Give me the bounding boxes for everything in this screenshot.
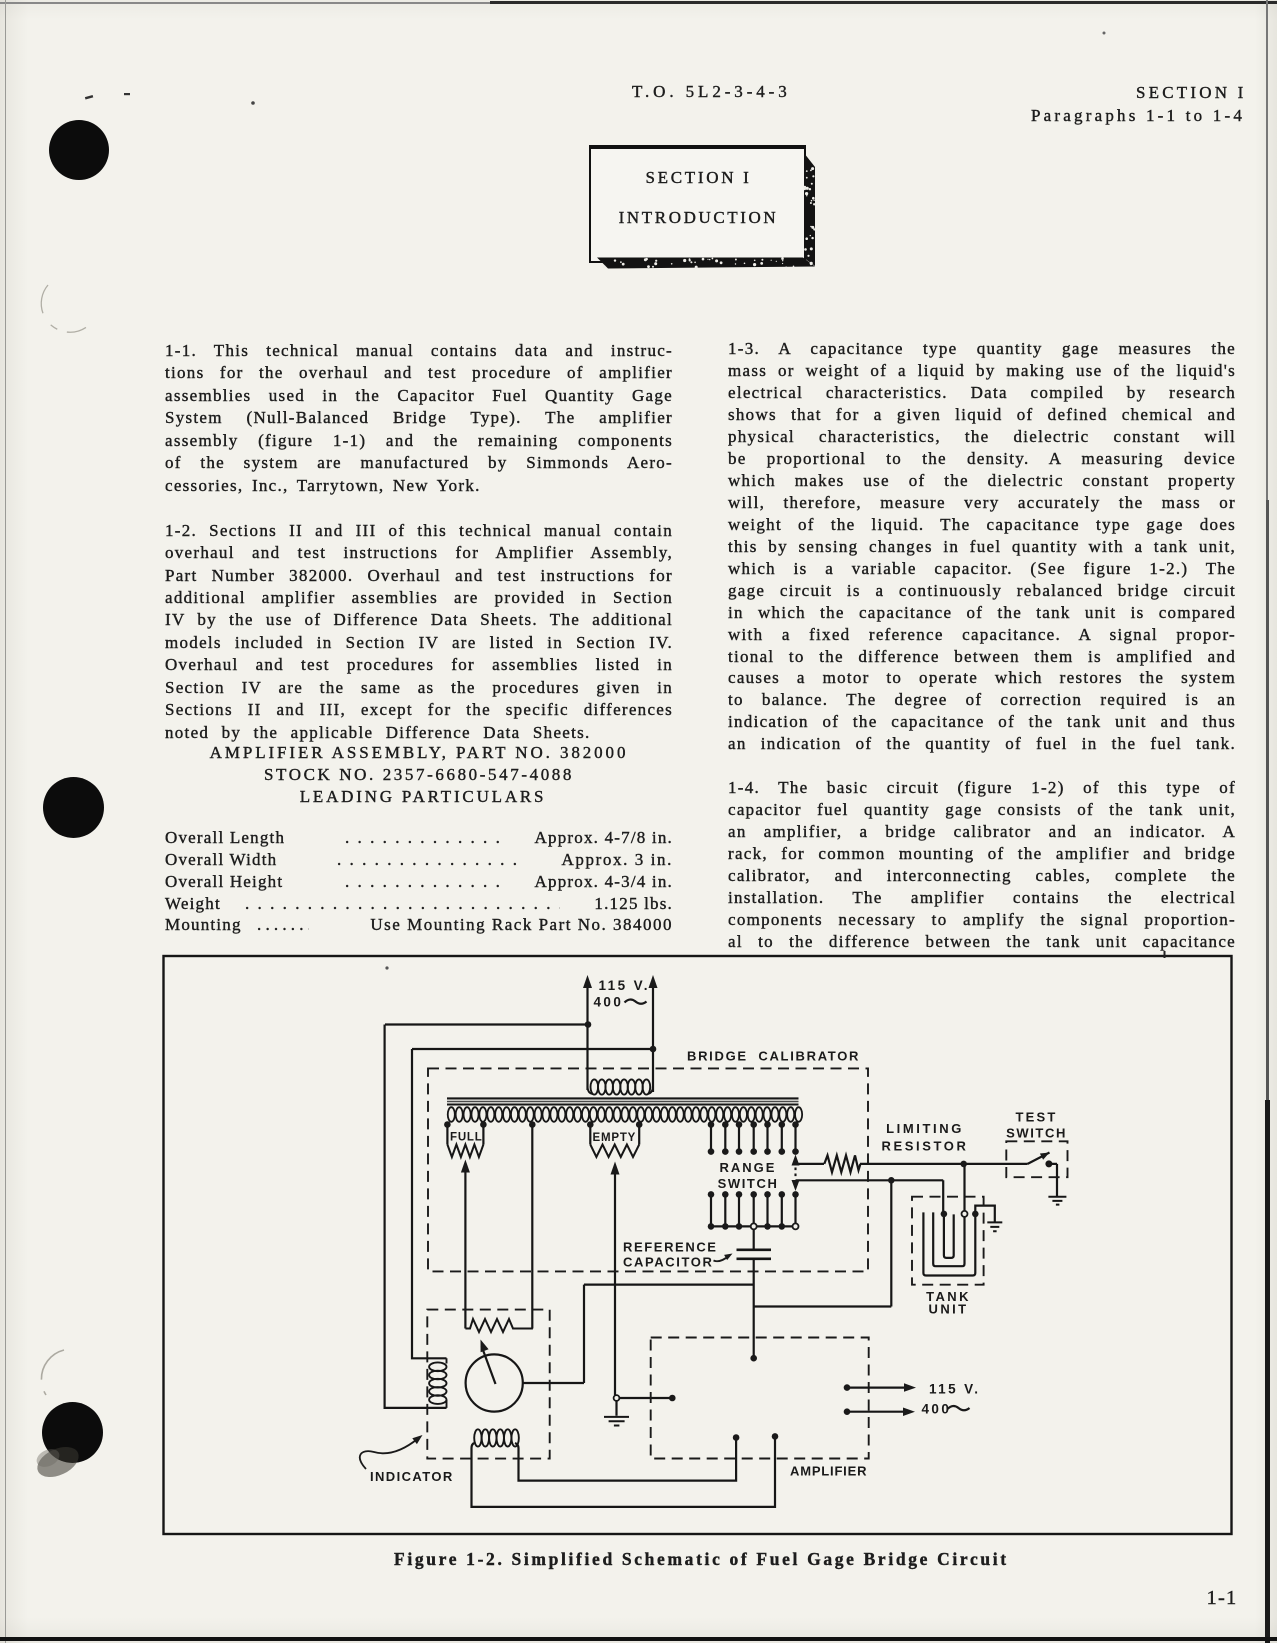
svg-text:TEST: TEST xyxy=(1015,1110,1057,1125)
svg-text:BRIDGE CALIBRATOR: BRIDGE CALIBRATOR xyxy=(687,1049,860,1064)
svg-text:RESISTOR: RESISTOR xyxy=(881,1139,968,1154)
svg-text:RANGE: RANGE xyxy=(720,1160,777,1175)
svg-text:SWITCH: SWITCH xyxy=(1006,1126,1067,1141)
svg-text:400: 400 xyxy=(922,1402,952,1417)
svg-text:AMPLIFIER: AMPLIFIER xyxy=(790,1464,867,1479)
svg-text:SWITCH: SWITCH xyxy=(718,1176,779,1191)
svg-text:EMPTY: EMPTY xyxy=(593,1132,637,1144)
svg-text:115 V.: 115 V. xyxy=(929,1382,980,1397)
svg-text:FULL: FULL xyxy=(450,1132,483,1144)
svg-text:INDICATOR: INDICATOR xyxy=(370,1469,454,1484)
svg-text:400: 400 xyxy=(594,995,624,1010)
svg-text:CAPACITOR: CAPACITOR xyxy=(623,1255,713,1270)
svg-text:REFERENCE: REFERENCE xyxy=(623,1240,718,1255)
svg-text:115 V.: 115 V. xyxy=(599,978,650,993)
svg-text:LIMITING: LIMITING xyxy=(886,1121,964,1136)
svg-text:TANK: TANK xyxy=(926,1289,971,1304)
svg-text:UNIT: UNIT xyxy=(929,1302,969,1317)
